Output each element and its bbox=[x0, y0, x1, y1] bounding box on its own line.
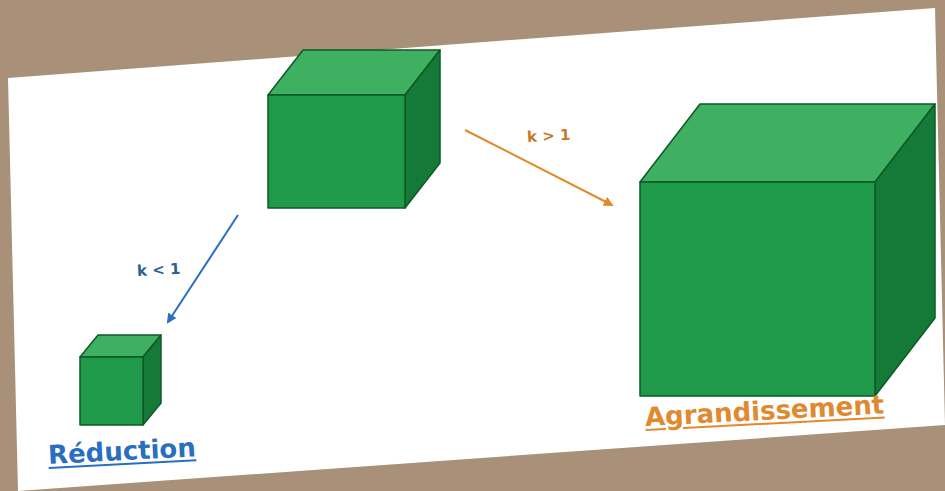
cube-original bbox=[268, 50, 440, 208]
scale-factor-label: k < 1 bbox=[137, 260, 181, 280]
cube-reduced bbox=[80, 335, 161, 425]
paper-card bbox=[8, 8, 945, 491]
scale-factor-label: k > 1 bbox=[527, 126, 571, 146]
cube-enlarged bbox=[640, 104, 935, 396]
